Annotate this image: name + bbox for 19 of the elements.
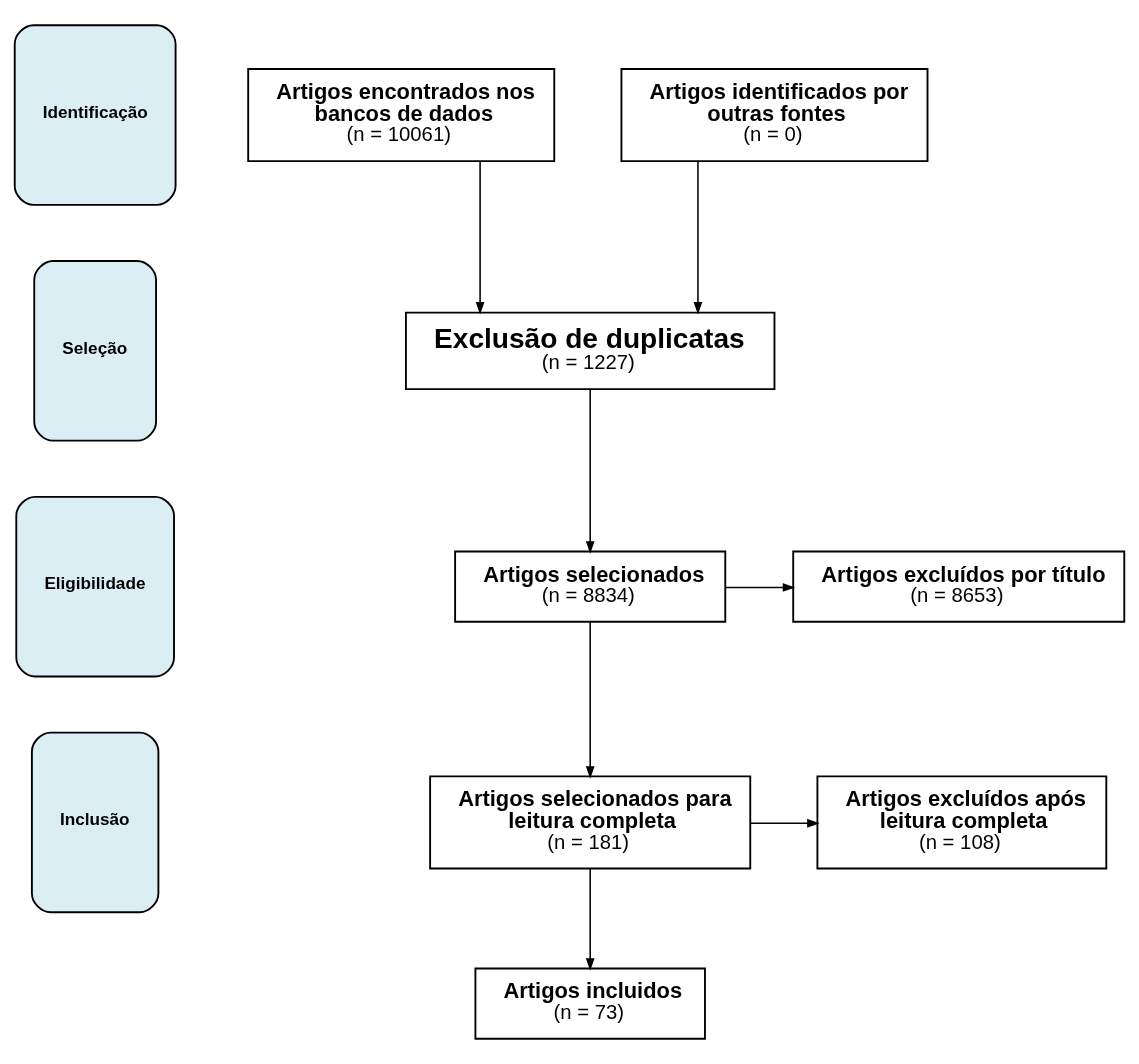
- arrow: [749, 818, 820, 828]
- node-box: Artigos encontrados nos bancos de dados (n = 10061): [247, 68, 556, 163]
- node-box: Identificação: [13, 24, 177, 206]
- arrow: [724, 583, 796, 592]
- node-box: Inclusão: [30, 731, 160, 914]
- arrow: [475, 160, 485, 315]
- arrow: [585, 621, 595, 779]
- node-box: Artigos incluidos (n = 73): [474, 967, 706, 1040]
- node-box: Artigos selecionados (n = 8834): [454, 550, 727, 623]
- node-box: Artigos selecionados para leitura completa (n = 181): [429, 775, 752, 870]
- node-box: Artigos excluídos por título (n = 8653): [792, 550, 1126, 623]
- arrow: [585, 867, 595, 971]
- node-box: Eligibilidade: [15, 495, 175, 678]
- node-box: Artigos identificados por outras fontes (n = 0): [620, 68, 929, 163]
- arrow: [585, 388, 595, 554]
- node-box: Artigos excluídos após leitura completa (n = 108): [816, 775, 1108, 870]
- node-box: Exclusão de duplicatas (n = 1227): [405, 311, 776, 391]
- node-box: Seleção: [33, 260, 157, 442]
- arrow: [693, 160, 703, 315]
